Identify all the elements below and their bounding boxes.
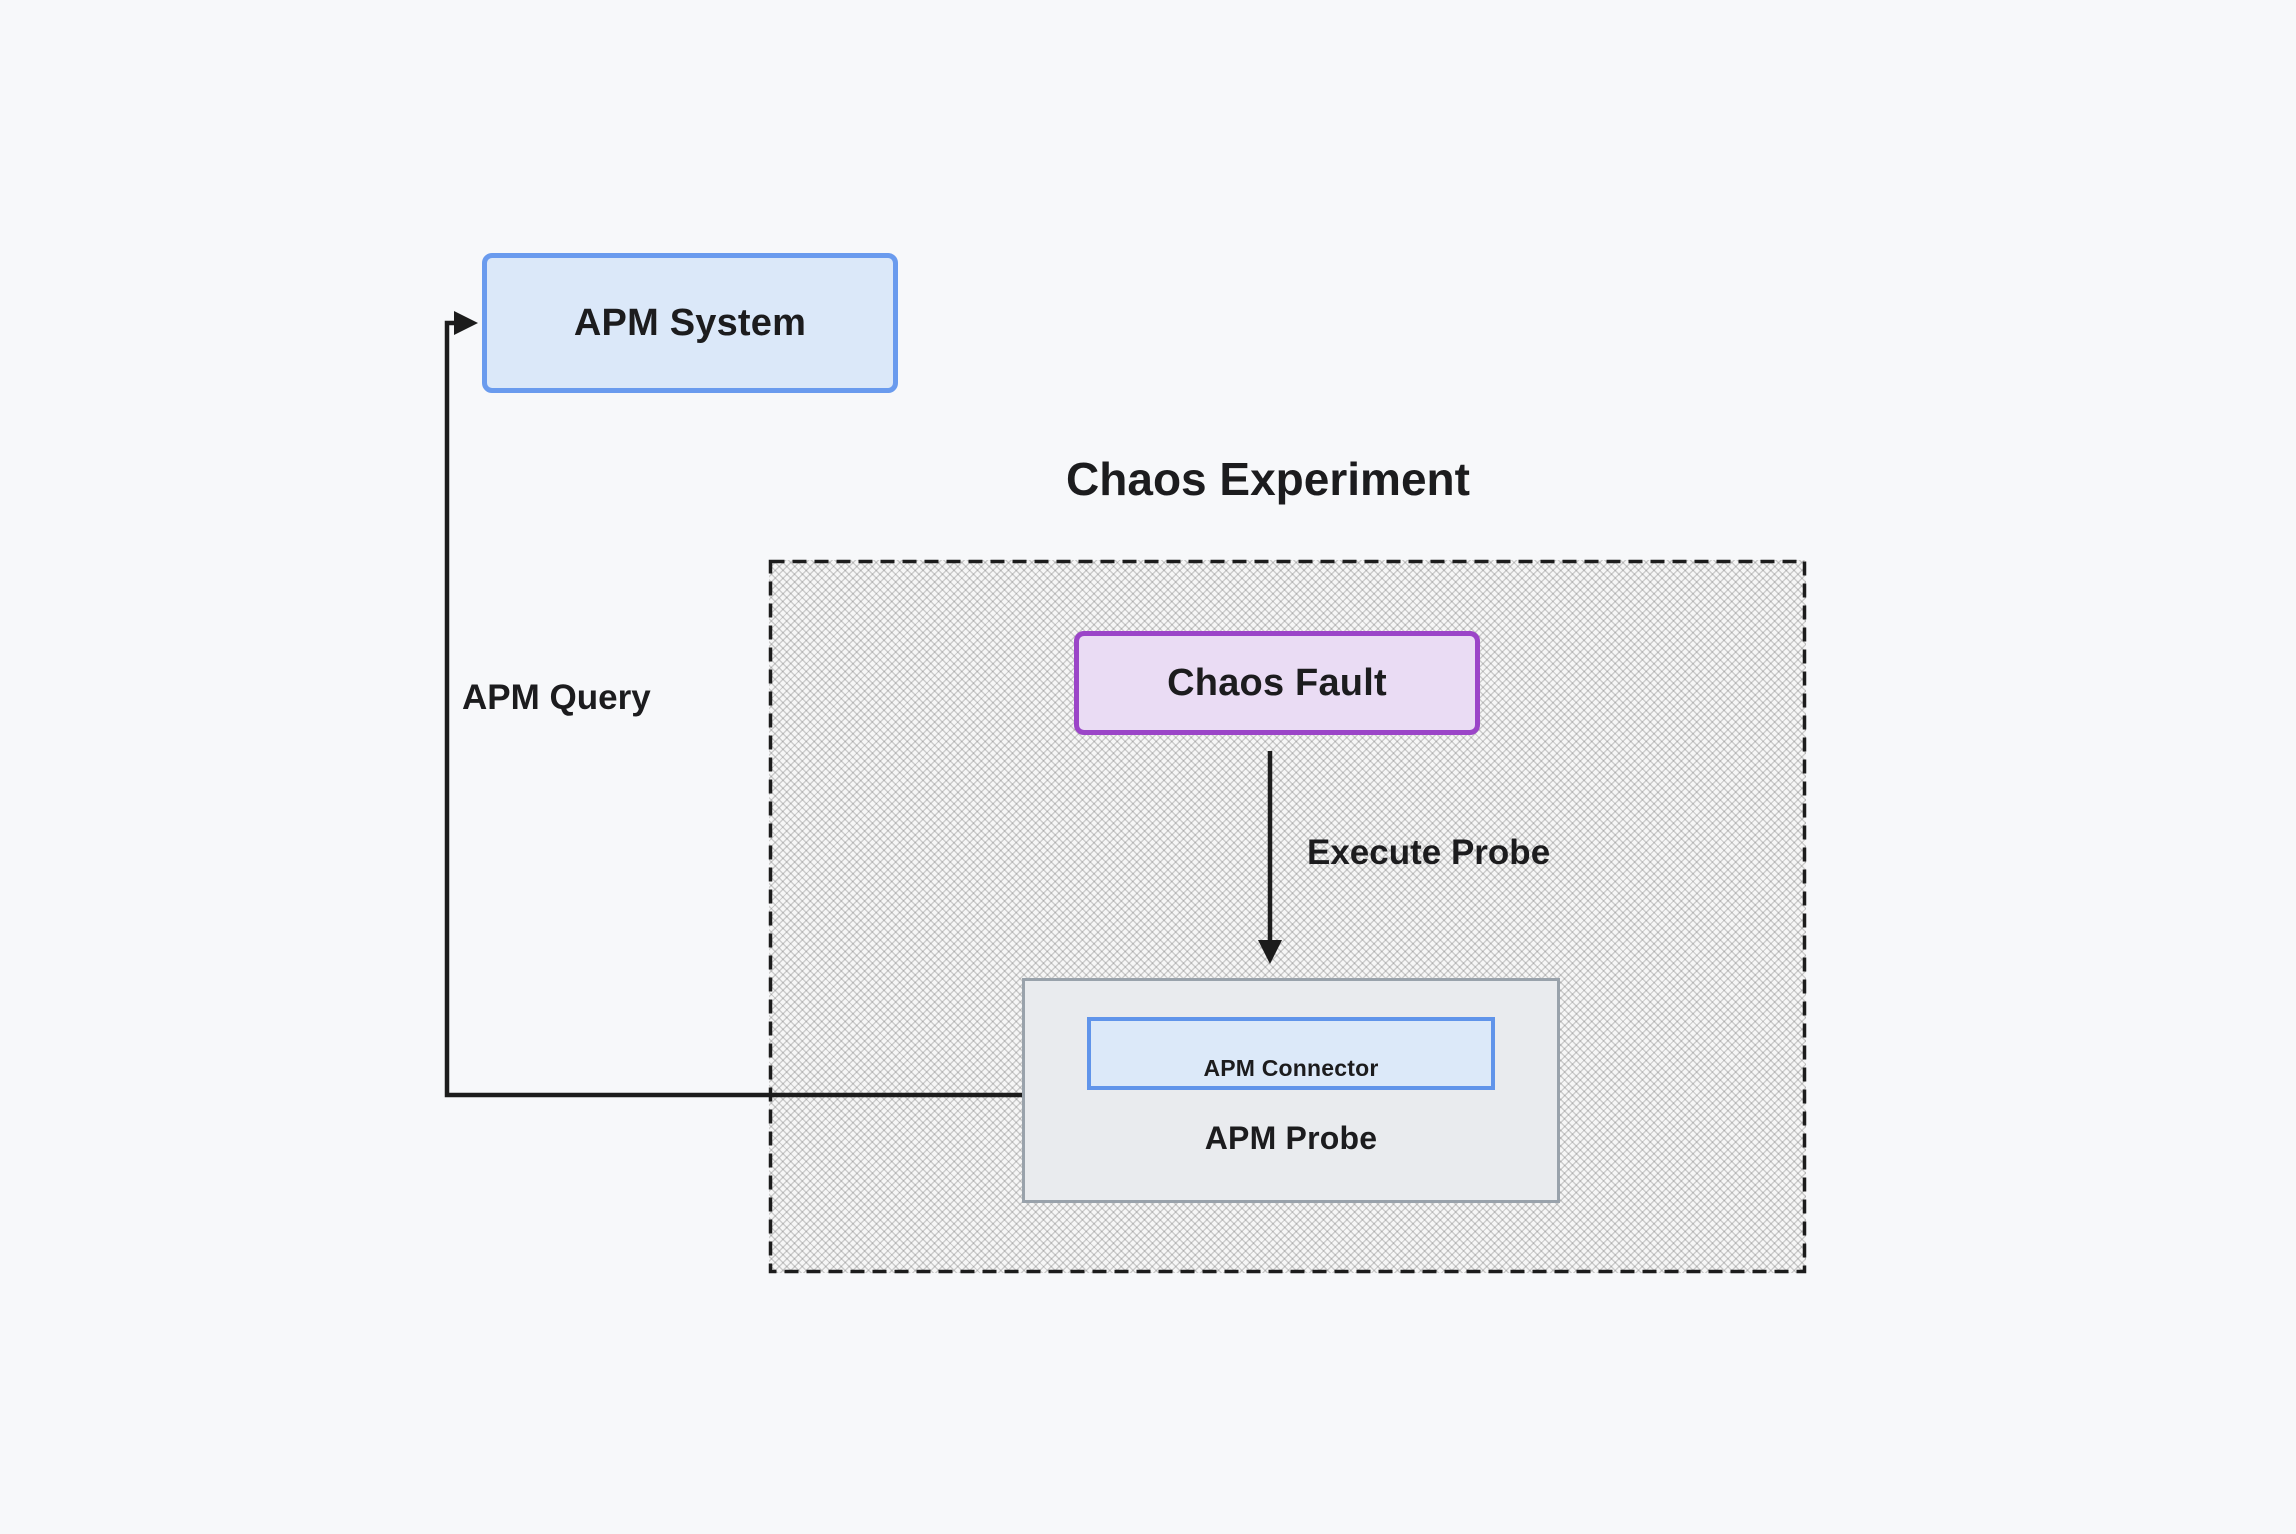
apm-system-node: APM System (482, 253, 898, 393)
chaos-experiment-title: Chaos Experiment (1066, 453, 1470, 505)
apm-connector-node: APM Connector (1087, 1017, 1495, 1090)
apm-probe-node: APM Connector APM Probe (1022, 978, 1560, 1203)
chaos-fault-node: Chaos Fault (1074, 631, 1480, 735)
apm-connector-label: APM Connector (1203, 1055, 1379, 1081)
apm-query-edge-label: APM Query (462, 678, 651, 717)
apm-probe-label: APM Probe (1204, 1120, 1378, 1156)
execute-probe-edge-label: Execute Probe (1307, 833, 1551, 872)
apm-query-arrowhead (454, 311, 478, 335)
apm-system-label: APM System (573, 301, 807, 344)
chaos-fault-label: Chaos Fault (1167, 661, 1387, 704)
